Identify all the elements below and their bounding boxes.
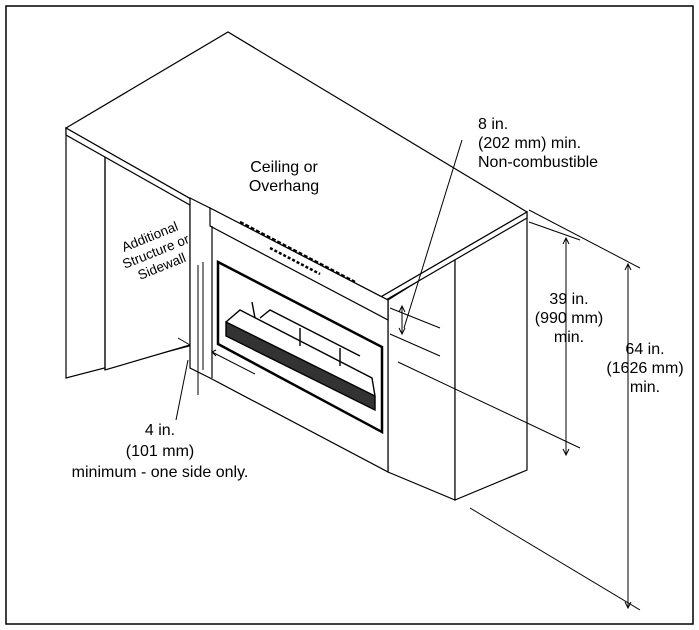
side-clearance-line-2: (101 mm) [125, 443, 195, 460]
side-clearance-dimension [175, 262, 256, 421]
clearance-39-line-2: (990 mm) [534, 310, 604, 327]
clearance-39-line-3: min. [553, 329, 585, 346]
warning-text-strip [239, 220, 356, 284]
top-clearance-label: 8 in. (202 mm) min. Non-combustible [478, 115, 658, 172]
clearance-39-line-1: 39 in. [549, 291, 589, 308]
ceiling-label: Ceiling or Overhang [224, 158, 344, 196]
ceiling-label-line-2: Overhang [248, 178, 320, 195]
clearance-64-label: 64 in. (1626 mm) min. [600, 340, 690, 397]
clearance-39-label: 39 in. (990 mm) min. [524, 290, 614, 347]
frame-border [5, 5, 694, 625]
firebox [216, 259, 384, 435]
top-clearance-line-3: Non-combustible [478, 154, 599, 171]
right-structure [387, 213, 528, 501]
clearance-64-line-3: min. [629, 379, 661, 396]
clearance-64-line-1: 64 in. [625, 341, 665, 358]
ceiling-label-line-1: Ceiling or [250, 159, 318, 176]
side-clearance-line-3: minimum - one side only. [71, 464, 249, 481]
dimension-39in [397, 221, 581, 457]
top-clearance-line-1: 8 in. [478, 116, 509, 133]
top-clearance-line-2: (202 mm) min. [478, 135, 582, 152]
side-clearance-line-1: 4 in. [144, 422, 176, 439]
clearance-64-line-2: (1626 mm) [606, 360, 684, 377]
top-clearance-dimension [389, 139, 463, 357]
dimension-64in [469, 209, 641, 611]
side-clearance-label: 4 in. (101 mm) minimum - one side only. [0, 420, 320, 483]
